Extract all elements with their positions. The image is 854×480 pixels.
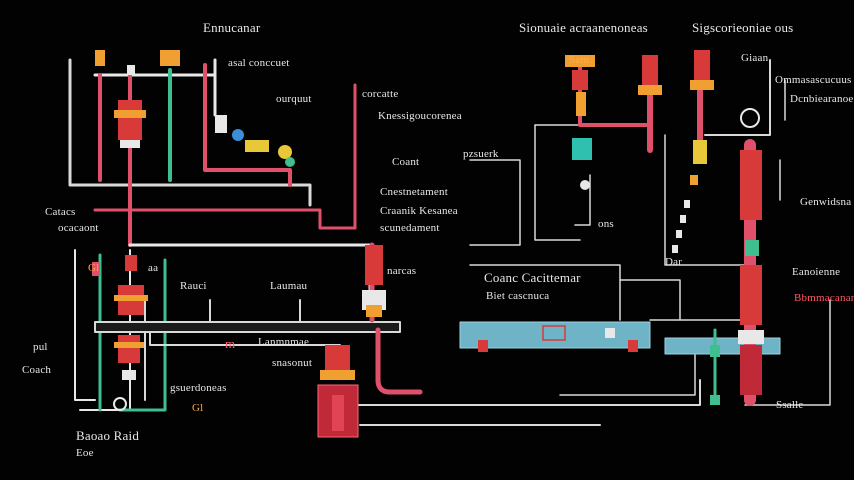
- label-center-left1: Rauci: [180, 280, 207, 292]
- valve-left-stack: [113, 255, 148, 411]
- pipe-panel-link: [619, 279, 681, 321]
- valve-right-ticks: [672, 175, 720, 405]
- label-center-label: Lanmnmae: [258, 336, 310, 348]
- label-top-left-mid: ourquut: [276, 93, 312, 105]
- label-top-right-red: Sam: [569, 54, 590, 66]
- label-top-left-sub: asal conccuet: [228, 57, 290, 69]
- label-right-red: Bbmmacanar: [794, 292, 854, 304]
- label-center-bottom-orange: Gl: [192, 402, 204, 414]
- pipe-right-frame2: [779, 79, 786, 201]
- label-left-small: aa: [148, 262, 159, 274]
- pipe-left-green2: [118, 258, 167, 412]
- label-left-footer1: Baoao Raid: [76, 428, 140, 443]
- valve-topleft-small: [95, 50, 180, 75]
- label-mid-block3: scunedament: [380, 222, 440, 234]
- label-left-bottom2: Coach: [22, 364, 52, 376]
- pipe-left-vertical: [74, 249, 96, 401]
- label-top-right-side: Dcnbiearanoe: [790, 93, 854, 105]
- valve-center-2: [317, 345, 359, 438]
- label-mid-block2: Craanik Kesanea: [380, 205, 458, 217]
- pipe-topright-frame: [534, 124, 581, 241]
- label-top-right-title: Sionuaie acraanenoneas: [519, 20, 648, 35]
- pipe-topleft-red3: [203, 63, 292, 187]
- label-mid-block1: Cnestnetament: [380, 186, 448, 198]
- pipe-center-bottom: [354, 379, 701, 406]
- label-top-right-right: Giaan: [741, 52, 769, 64]
- label-mid-top2: Knessigoucorenea: [378, 110, 462, 122]
- pipe-center-mid-link: [574, 174, 591, 226]
- label-mid-box: pzsuerk: [463, 148, 499, 160]
- valve-panel-marks: [478, 325, 638, 352]
- valve-topleft-blue: [215, 115, 295, 167]
- label-right-bottom: Ssalle: [776, 399, 804, 411]
- pipe-right-frame: [664, 134, 746, 266]
- label-left-bottom1: pul: [33, 341, 48, 353]
- center-rail: [94, 321, 401, 333]
- label-center-bottom: gsuerdoneas: [170, 382, 227, 394]
- label-center-left2: Laumau: [270, 280, 308, 292]
- valve-topright-tall: [638, 50, 760, 164]
- valve-topright-stack: [565, 55, 595, 190]
- label-right-small: Dar: [665, 256, 683, 268]
- pipe-center-under: [149, 331, 341, 346]
- pipe-topright-frame2: [704, 59, 771, 136]
- label-top-right-sub: Ommasascucuus: [775, 74, 852, 86]
- label-mid-top: corcatte: [362, 88, 399, 100]
- box-mid-right: [469, 159, 521, 246]
- label-center-mid: narcas: [387, 265, 417, 277]
- label-center-red: m: [225, 336, 236, 351]
- label-left-red: Gl: [88, 262, 100, 274]
- pipe-topleft-horizontal-red: [93, 83, 357, 230]
- label-mid-valve: Coant: [392, 156, 420, 168]
- label-panel-title: Coanc Cacittemar: [484, 270, 581, 285]
- valve-center-1: [362, 245, 386, 317]
- label-center-small: snasonut: [272, 357, 313, 369]
- label-top-right-title2: Sigscorieoniae ous: [692, 20, 794, 35]
- label-left-top2: ocacaont: [58, 222, 99, 234]
- label-left-top1: Catacs: [45, 206, 76, 218]
- pipe-center-red-down: [375, 327, 423, 395]
- label-right-label: Eanoienne: [792, 266, 841, 278]
- label-top-left-title: Ennucanar: [203, 20, 261, 35]
- label-right-mid: Genwidsna: [800, 196, 852, 208]
- label-left-footer2: Eoe: [76, 447, 94, 459]
- pipe-right-vertical: [559, 354, 696, 396]
- pipe-topleft-frame: [68, 58, 312, 207]
- label-mid-small: ons: [598, 218, 614, 230]
- pipe-right-bottom: [744, 299, 831, 406]
- valve-topleft-1: [114, 100, 146, 148]
- valve-left-small: [92, 262, 100, 276]
- label-panel-sub: Biet cascnuca: [486, 290, 550, 302]
- valve-right-column: [738, 150, 764, 395]
- box-center-panel: [469, 264, 621, 321]
